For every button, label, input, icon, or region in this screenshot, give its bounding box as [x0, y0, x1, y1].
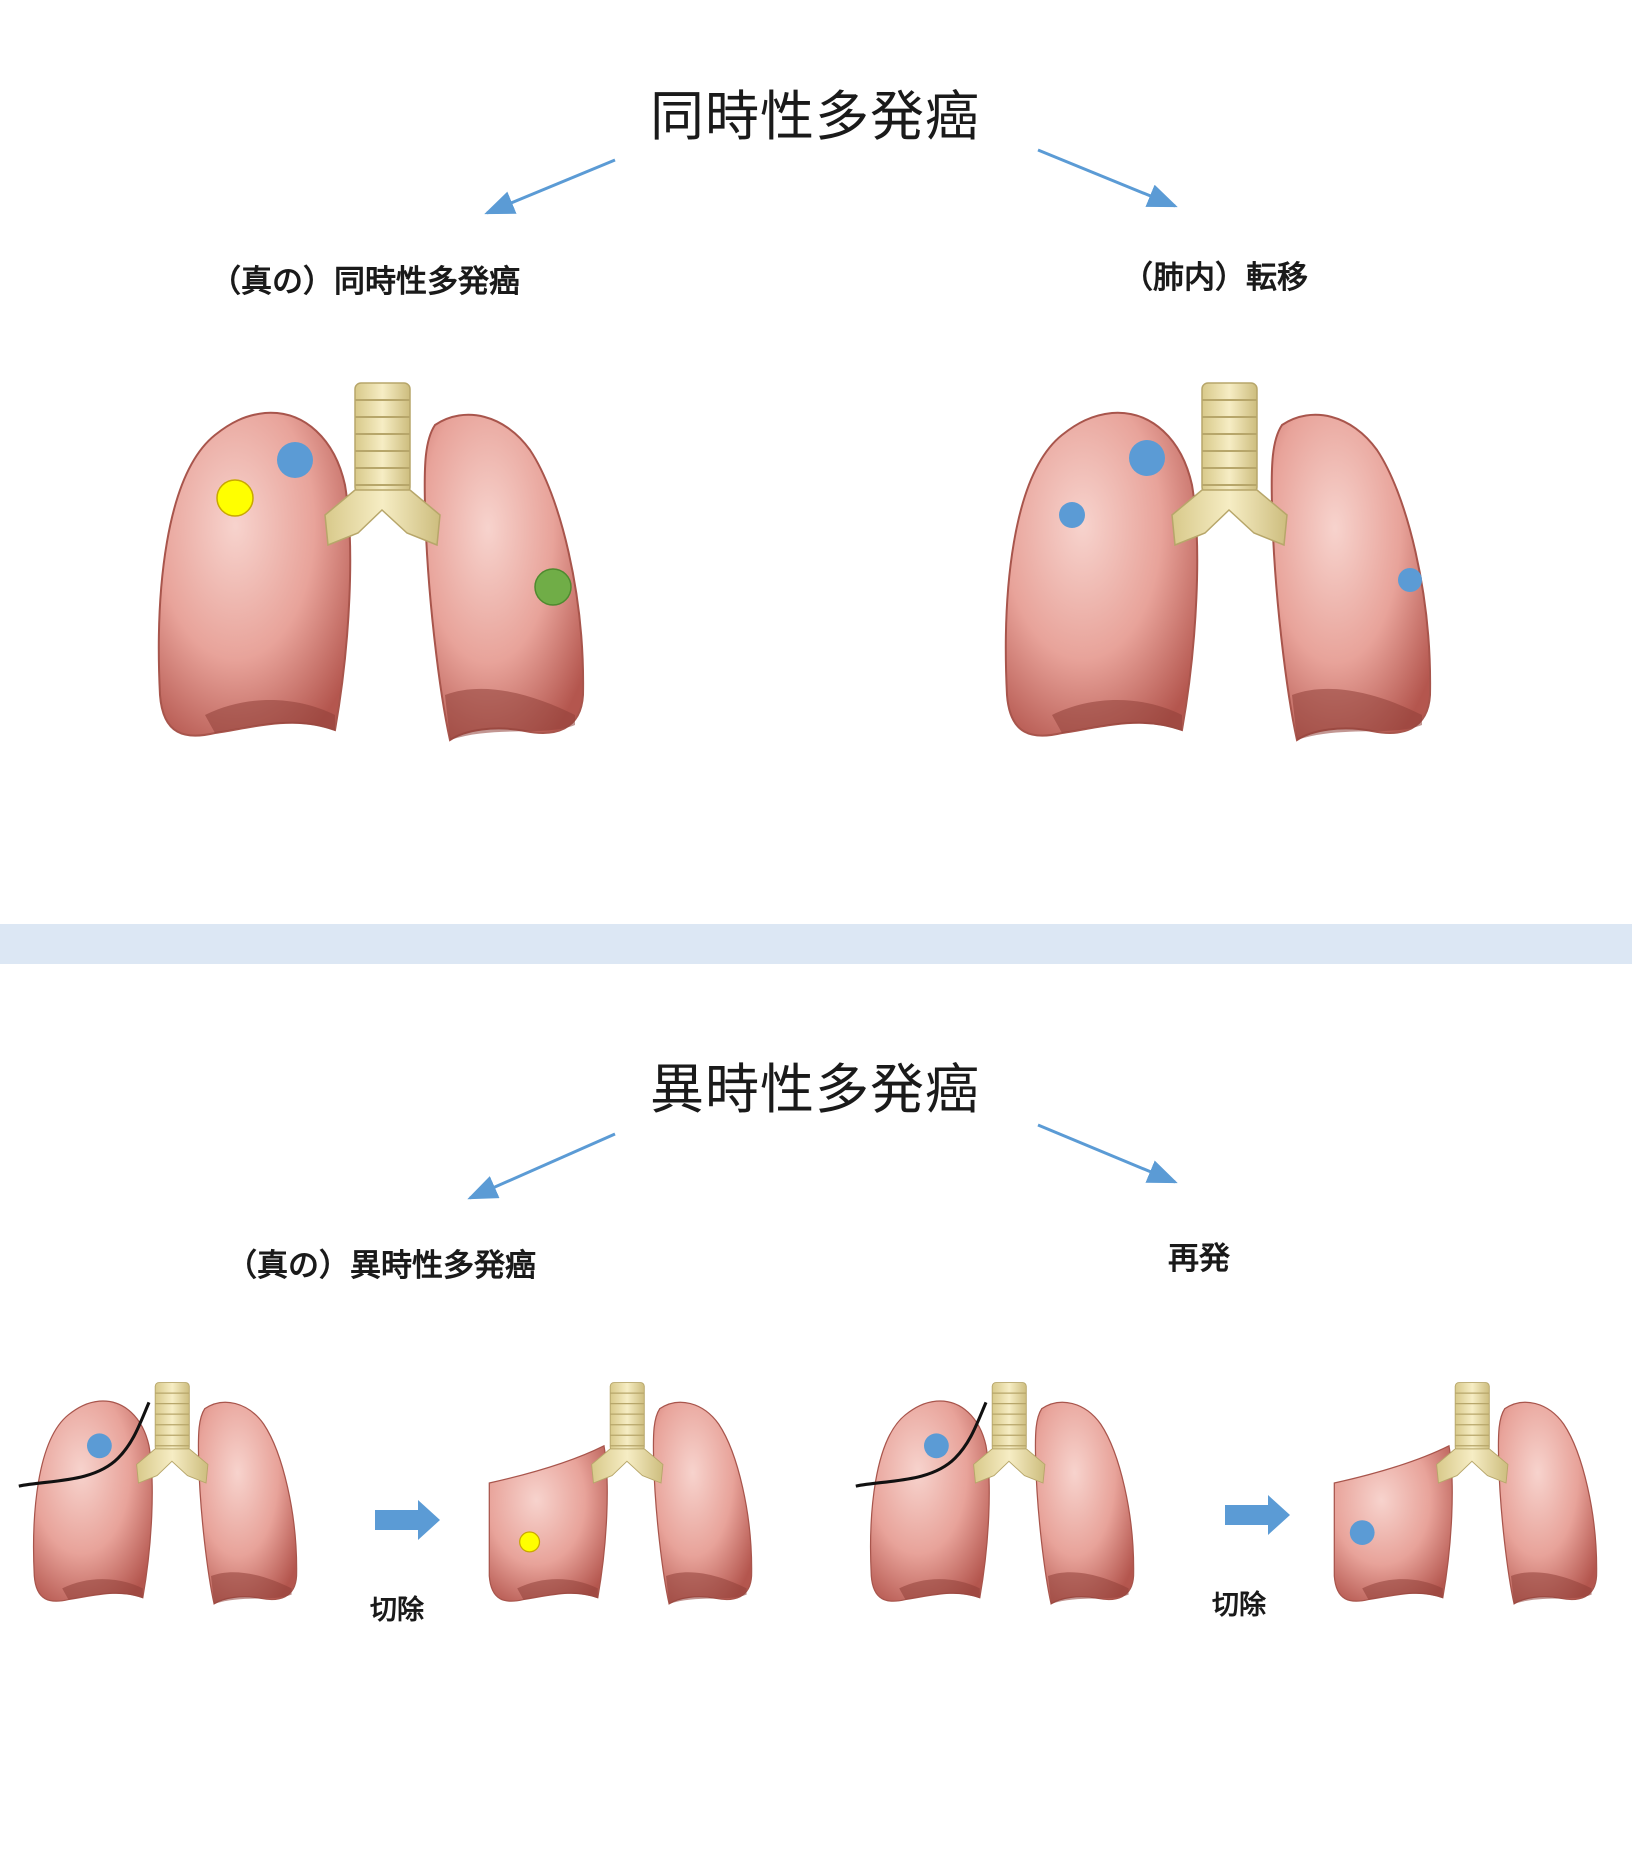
tumor-blue [87, 1433, 112, 1458]
lungs-metastasis [1006, 383, 1430, 740]
tumor-yellow [217, 480, 253, 516]
arrow-to-recurrence [1038, 1125, 1175, 1182]
tumor-green [535, 569, 571, 605]
tumor-blue [277, 442, 313, 478]
tumor-blue [924, 1433, 949, 1458]
tumor-blue [1350, 1520, 1375, 1545]
lungs-metachronous-after [489, 1383, 751, 1604]
lungs-recurrence-after [1334, 1383, 1596, 1604]
lungs-true-synchronous [159, 383, 583, 740]
lungs-metachronous-before [19, 1383, 297, 1604]
resection-arrow [1225, 1495, 1290, 1535]
lungs-recurrence-before [856, 1383, 1134, 1604]
arrow-to-true-synchronous [487, 160, 615, 213]
tumor-blue-small [1059, 502, 1085, 528]
tumor-blue-small [1398, 568, 1422, 592]
tumor-blue-primary [1129, 440, 1165, 476]
tumor-yellow [520, 1532, 540, 1552]
arrow-to-true-metachronous [470, 1134, 615, 1198]
arrow-to-metastasis [1038, 150, 1175, 206]
resection-arrow [375, 1500, 440, 1540]
